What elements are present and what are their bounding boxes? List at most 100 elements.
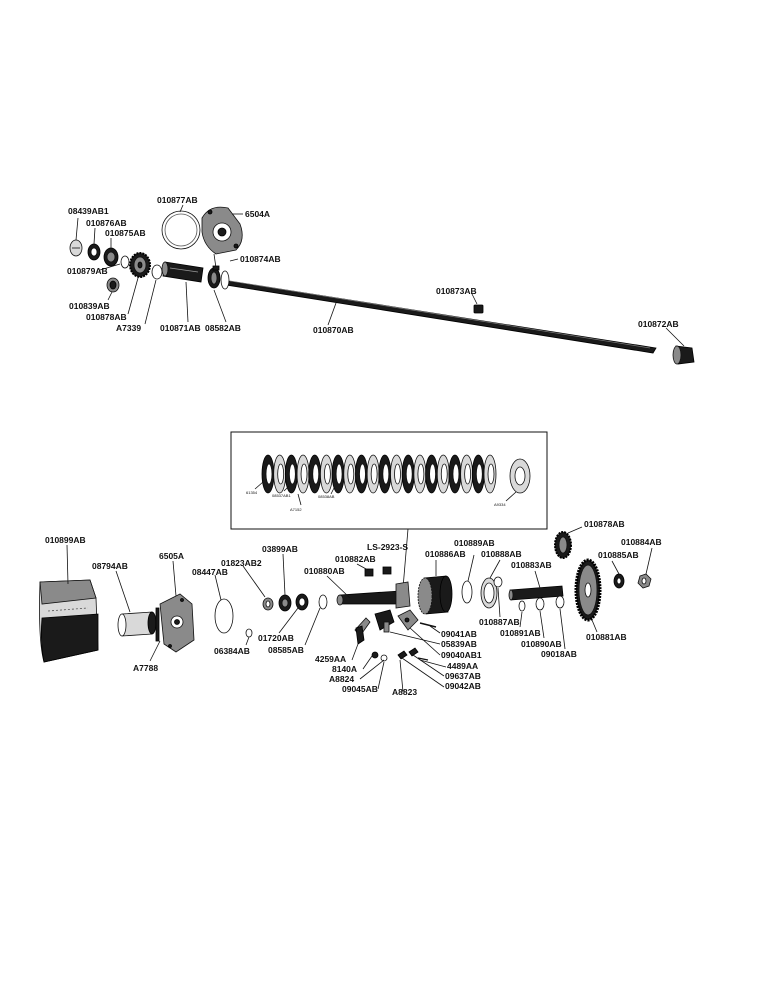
clutch-disc-bore: [370, 463, 378, 485]
label-010875AB: 010875AB: [105, 228, 146, 238]
label-A9334: A9334: [494, 502, 506, 507]
label-010888AB: 010888AB: [481, 549, 522, 559]
label-6504A: 6504A: [245, 209, 270, 219]
shaft-010883AB: [508, 585, 564, 601]
upper-leaders: [75, 204, 685, 347]
inset-discs: [261, 454, 497, 494]
label-08537AB1: 08537AB1: [272, 493, 291, 498]
label-A8824: A8824: [329, 674, 354, 684]
pin-09041AB: [419, 622, 437, 628]
label-09637AB: 09637AB: [445, 671, 481, 681]
clutch-disc-bore: [475, 463, 483, 485]
label-010878AB-lower: 010878AB: [584, 519, 625, 529]
label-6505A: 6505A: [159, 551, 184, 561]
inset-leader: [402, 528, 409, 589]
ring-010891AB: [518, 600, 526, 612]
washer-A9334: [509, 458, 531, 494]
ring-06384AB: [245, 628, 253, 638]
label-A7788: A7788: [133, 663, 158, 673]
label-010879AB: 010879AB: [67, 266, 108, 276]
label-A8823: A8823: [392, 687, 417, 697]
label-09041AB: 09041AB: [441, 629, 477, 639]
label-010884AB: 010884AB: [621, 537, 662, 547]
label-010885AB: 010885AB: [598, 550, 639, 560]
label-09040AB1: 09040AB1: [441, 650, 482, 660]
label-010882AB: 010882AB: [335, 554, 376, 564]
ring-08585AB: [318, 594, 328, 610]
gear-010881AB: [574, 558, 602, 622]
clutch-disc-bore: [405, 463, 413, 485]
label-010883AB: 010883AB: [511, 560, 552, 570]
clutch-disc-bore: [417, 463, 425, 485]
inset-clutch-pack: 61354 08537AB1 08538AB A7152 A9334: [230, 431, 548, 589]
bearing-03899AB: [278, 594, 292, 612]
label-010839AB: 010839AB: [69, 301, 110, 311]
plate-09040AB1: [397, 609, 419, 631]
ring-010879AB: [120, 255, 130, 269]
clutch-disc-bore: [464, 463, 472, 485]
fork-05839AB: [374, 609, 395, 633]
label-4489AA: 4489AA: [447, 661, 478, 671]
gasket-010877AB: [161, 210, 201, 250]
label-05839AB: 05839AB: [441, 639, 477, 649]
block-010882AB: [364, 566, 392, 577]
clutch-disc-bore: [335, 463, 343, 485]
clutch-disc-bore: [277, 463, 285, 485]
clutch-disc-bore: [382, 463, 390, 485]
label-010891AB: 010891AB: [500, 628, 541, 638]
bearing-08582AB: [207, 267, 221, 289]
label-A7339: A7339: [116, 323, 141, 333]
label-01823AB2: 01823AB2: [221, 558, 262, 568]
label-010886AB: 010886AB: [425, 549, 466, 559]
label-09045AB: 09045AB: [342, 684, 378, 694]
shaft-010871AB: [161, 261, 204, 283]
clutch-disc-bore: [440, 463, 448, 485]
clutch-disc-bore: [452, 463, 460, 485]
bearing-01720AB: [295, 593, 309, 611]
label-06384AB: 06384AB: [214, 646, 250, 656]
ring-010874AB: [220, 270, 230, 290]
label-010887AB: 010887AB: [479, 617, 520, 627]
shaft-010880AB: [336, 581, 411, 609]
label-08439AB1: 08439AB1: [68, 206, 109, 216]
label-010870AB: 010870AB: [313, 325, 354, 335]
gear-010878AB-lower: [554, 531, 572, 559]
bushing-010872AB: [672, 345, 695, 365]
washer-010885AB: [613, 573, 625, 589]
label-08794AB: 08794AB: [92, 561, 128, 571]
lever-4259AA: [354, 617, 371, 645]
clutch-disc-bore: [487, 463, 495, 485]
label-08585AB: 08585AB: [268, 645, 304, 655]
bearing-010875AB: [103, 247, 119, 267]
clutch-disc-bore: [394, 463, 401, 485]
label-61354: 61354: [246, 490, 258, 495]
label-08538AB: 08538AB: [318, 494, 335, 499]
label-010881AB: 010881AB: [586, 632, 627, 642]
label-010872AB: 010872AB: [638, 319, 679, 329]
clutch-disc-bore: [347, 463, 355, 485]
ring-010889AB: [461, 580, 473, 604]
clutch-disc-bore: [429, 463, 436, 485]
ring-010888AB: [480, 577, 498, 609]
lower-assembly: 010899AB 08794AB 6505A 01823AB2 03899AB …: [39, 519, 662, 697]
ring-09018AB: [555, 595, 565, 609]
label-03899AB: 03899AB: [262, 544, 298, 554]
label-08447AB: 08447AB: [192, 567, 228, 577]
label-010877AB: 010877AB: [157, 195, 198, 205]
label-4259AA: 4259AA: [315, 654, 346, 664]
washer-010876AB: [87, 243, 101, 261]
label-010871AB: 010871AB: [160, 323, 201, 333]
clutch-disc-bore: [265, 463, 273, 485]
ring-010890AB: [535, 597, 545, 611]
label-08582AB: 08582AB: [205, 323, 241, 333]
lower-leaders: [66, 526, 653, 693]
label-09018AB: 09018AB: [541, 649, 577, 659]
label-010880AB: 010880AB: [304, 566, 345, 576]
clutch-disc-bore: [324, 463, 331, 485]
gear-010878AB: [129, 252, 151, 278]
ring-010887AB: [493, 576, 503, 588]
label-010874AB: 010874AB: [240, 254, 281, 264]
label-010873AB: 010873AB: [436, 286, 477, 296]
label-010889AB: 010889AB: [454, 538, 495, 548]
label-010899AB: 010899AB: [45, 535, 86, 545]
